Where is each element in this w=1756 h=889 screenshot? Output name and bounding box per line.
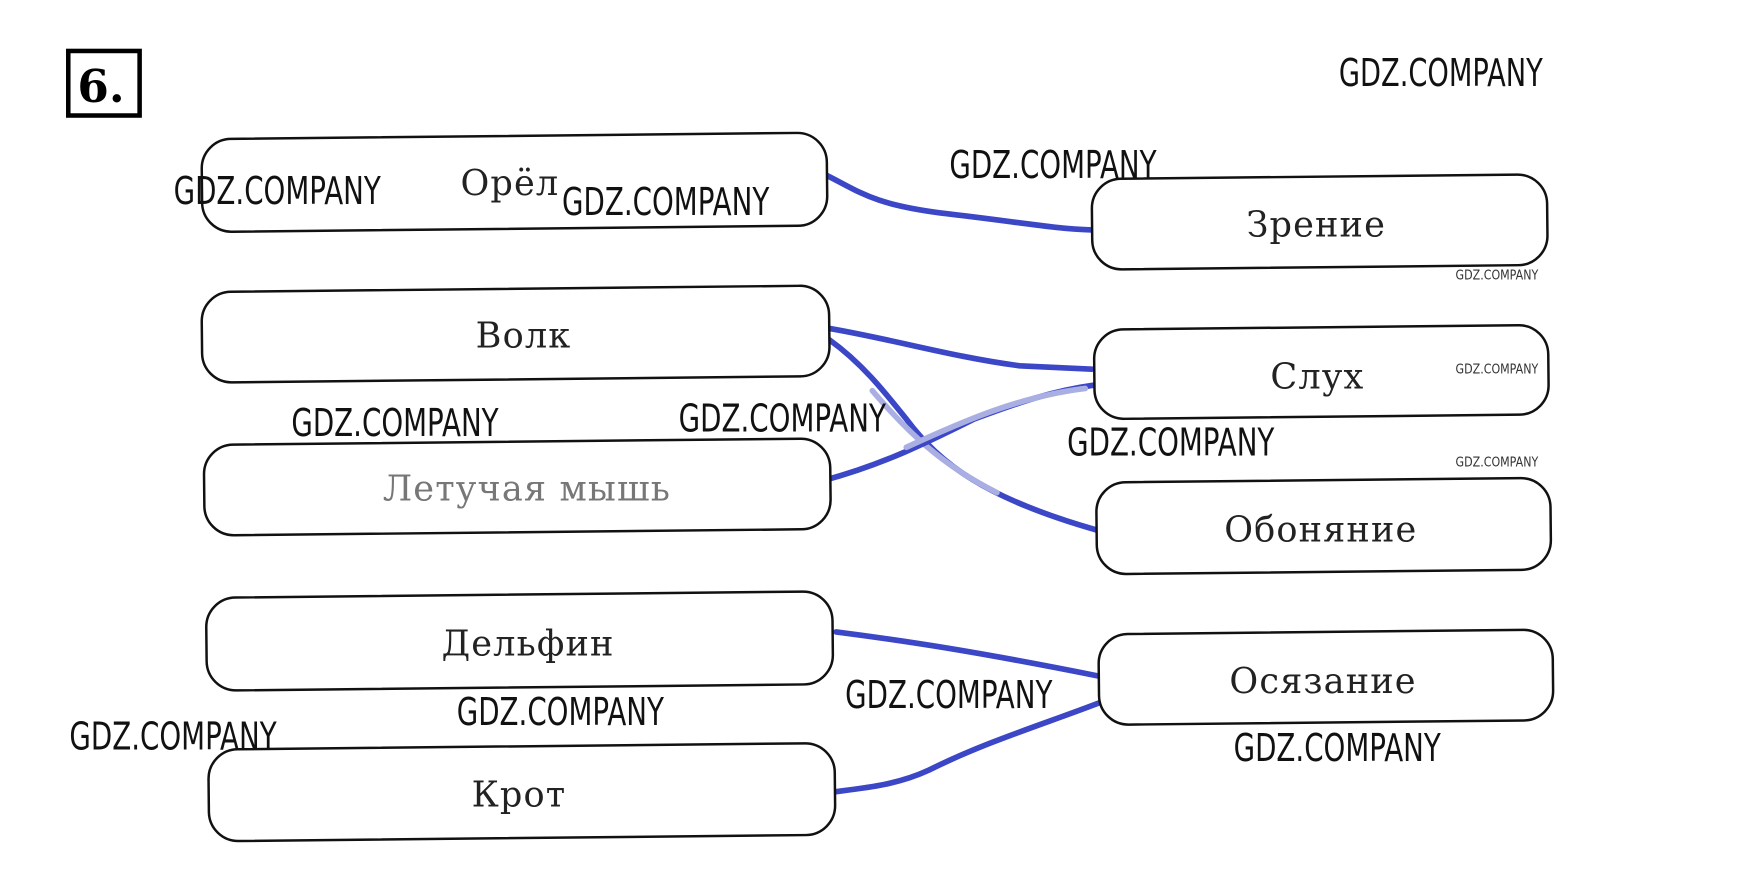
svg-text:Зрение: Зрение <box>1247 205 1386 246</box>
watermark: GDZ.COMPANY <box>69 715 277 760</box>
svg-text:Дельфин: Дельфин <box>442 624 615 665</box>
match-line-delfin-osyazanie <box>833 629 1102 679</box>
watermark: GDZ.COMPANY <box>1234 726 1442 771</box>
match-line-mysh-slukh-faded <box>903 385 1089 451</box>
sense-box-obonyanie[interactable]: Обоняние <box>1095 476 1553 576</box>
svg-text:6.: 6. <box>77 59 124 113</box>
watermark: GDZ.COMPANY <box>1456 362 1539 378</box>
watermark: GDZ.COMPANY <box>1339 51 1543 96</box>
svg-text:Слух: Слух <box>1270 356 1364 397</box>
svg-text:Обоняние: Обоняние <box>1224 509 1417 550</box>
watermarks: GDZ.COMPANY GDZ.COMPANY GDZ.COMPANY GDZ.… <box>69 51 1543 771</box>
svg-text:Осязание: Осязание <box>1229 661 1416 702</box>
sense-box-osyazanie[interactable]: Осязание <box>1097 628 1555 726</box>
watermark: GDZ.COMPANY <box>845 673 1053 718</box>
match-line-krot-osyazanie <box>824 699 1104 796</box>
task-number: 6. <box>66 48 142 118</box>
watermark: GDZ.COMPANY <box>949 143 1157 188</box>
match-line-volk-obonyanie-b <box>869 387 1000 496</box>
watermark: GDZ.COMPANY <box>562 180 770 225</box>
watermark: GDZ.COMPANY <box>457 690 665 735</box>
animal-box-letuchaya-mysh[interactable]: Летучая мышь <box>202 437 832 537</box>
svg-text:Летучая мышь: Летучая мышь <box>383 469 671 510</box>
animal-box-orel[interactable]: Орёл <box>200 131 829 233</box>
watermark: GDZ.COMPANY <box>1067 420 1275 465</box>
watermark: GDZ.COMPANY <box>174 169 382 214</box>
svg-text:Волк: Волк <box>476 316 572 357</box>
match-line-orel-zrenie <box>824 172 1095 233</box>
watermark: GDZ.COMPANY <box>1456 455 1539 471</box>
match-line-volk-slukh <box>826 325 1095 373</box>
animal-box-krot[interactable]: Крот <box>207 742 837 843</box>
svg-text:Орёл: Орёл <box>461 163 560 204</box>
svg-text:Крот: Крот <box>472 774 567 815</box>
watermark: GDZ.COMPANY <box>291 401 499 446</box>
sense-box-zrenie[interactable]: Зрение <box>1090 173 1549 271</box>
match-line-volk-obonyanie-a <box>826 336 1100 533</box>
animal-box-volk[interactable]: Волк <box>200 284 831 384</box>
animal-box-delfin[interactable]: Дельфин <box>205 590 835 692</box>
watermark: GDZ.COMPANY <box>1456 268 1539 284</box>
watermark: GDZ.COMPANY <box>679 396 887 441</box>
sense-box-slukh[interactable]: Слух <box>1092 323 1550 421</box>
